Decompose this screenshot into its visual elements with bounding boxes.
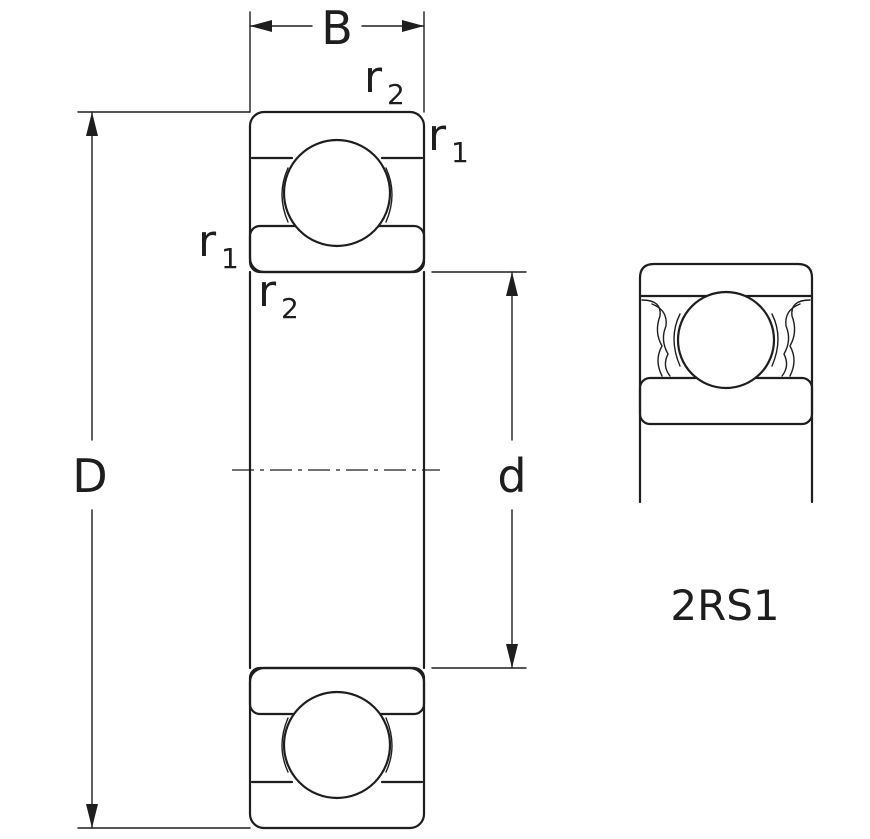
radius-letter: r [258,266,277,317]
radius-letter: r [198,216,217,267]
cage-right-bottom [385,717,393,773]
variant-seal-right [789,299,811,377]
radius-subscript: 1 [221,242,239,275]
variant-ball [676,290,776,390]
variant-label: 2RS1 [670,581,779,630]
width-dimension: B [249,1,425,113]
outer-arrow-top [86,112,98,136]
width-label: B [321,1,353,55]
radius-letter: r [364,52,383,103]
radius-label-r2-left: r 2 [258,266,299,325]
cage-right-top [385,167,393,223]
cage-left-top [281,167,289,223]
bearing-section-bottom [248,666,426,830]
radius-subscript: 1 [451,136,469,169]
radius-subscript: 2 [281,292,299,325]
bore-arrow-bottom [506,644,518,668]
bore-diameter-label: d [497,449,526,503]
outer-diameter-label: D [72,449,107,503]
variant-seal-left-inner [651,303,671,377]
variant-cage-right [771,313,779,367]
radius-label-r1-top: r 1 [428,110,469,169]
variant-seal-left [641,299,663,377]
outer-arrow-bottom [86,804,98,828]
variant-outline [638,262,814,504]
radius-letter: r [428,110,447,161]
bore-diameter-dimension: d [431,271,527,669]
variant-seal-right-inner [781,303,801,377]
ball-bottom [282,690,392,800]
radius-subscript: 2 [387,78,405,111]
bore-arrow-top [506,272,518,296]
cage-left-bottom [281,717,289,773]
width-arrow-right [402,20,424,32]
width-arrow-left [250,20,272,32]
radius-label-r1-left: r 1 [198,216,239,275]
radius-label-r2-top: r 2 [364,52,405,111]
outer-diameter-dimension: D [72,111,251,829]
bearing-section-top [248,110,426,274]
variant-cage-left [673,313,681,367]
ball-top [282,138,392,248]
sealed-variant-section: 2RS1 [638,262,814,630]
